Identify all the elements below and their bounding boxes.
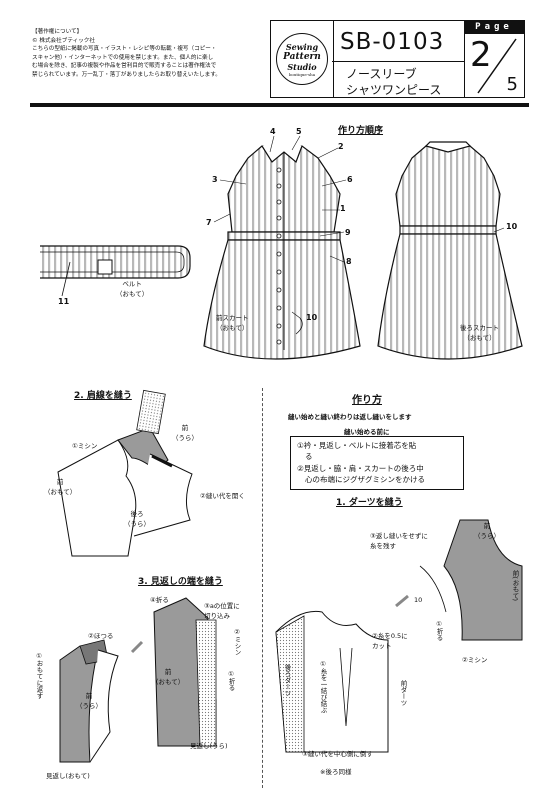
- step-number: 2: [338, 142, 344, 151]
- logo-line3: Studio: [287, 61, 317, 72]
- howto-note: 縫い始めと縫い終わりは返し縫いをします: [288, 413, 412, 421]
- fold4-label: ④折る: [150, 596, 169, 604]
- dart-misin-label: ②ミシン: [462, 656, 488, 664]
- belt-label: ベルト （おもて）: [116, 280, 149, 298]
- front-ura-label: 前 （うら）: [172, 424, 198, 442]
- pattern-code-box: SB-0103 ノースリーブ シャツワンピース: [332, 20, 465, 98]
- howto-title: 作り方: [352, 395, 382, 406]
- divider: [332, 61, 464, 62]
- prep-item-1b: る: [305, 452, 313, 461]
- column-divider: [262, 388, 263, 788]
- back-skirt-label: 後ろスカート （おもて）: [460, 324, 499, 342]
- dart-ten-label: 10: [414, 596, 423, 604]
- copyright-line: スキャン他）・インターネットでの使用を禁じます。また、個人的に楽し: [32, 54, 214, 61]
- copyright-line: © 株式会社ブティック社: [32, 37, 95, 44]
- facing-misin-label: ②ミシン: [233, 628, 241, 656]
- step-number: 6: [347, 175, 353, 184]
- prep-item-1: ①衿・見返し・ベルトに接着芯を貼: [297, 441, 417, 450]
- facing-fold1-label: ①折る: [227, 670, 235, 691]
- step-number: 3: [212, 175, 218, 184]
- prep-title: 縫い始める前に: [344, 428, 390, 436]
- page-label: Page: [464, 21, 524, 34]
- copyright-line: む場合を除き、記事の複製や作品を営利目的で販売することは著作権法で: [32, 63, 217, 70]
- tie-label: ①糸を一結び結ぶ: [319, 660, 327, 714]
- facing-ura-label: 見返し(うら): [190, 742, 228, 750]
- facing-section-title: 3. 見返しの端を縫う: [138, 577, 223, 587]
- front-skirt-label: 前スカート （おもて）: [216, 314, 249, 332]
- back-dress: [377, 141, 523, 360]
- shoulder-diagram: [57, 389, 193, 557]
- logo-line4: boutique-sha: [288, 71, 316, 77]
- copyright-notice: 【著作権について】 © 株式会社ブティック社 こちらの型紙に掲載の写真・イラスト…: [32, 28, 262, 80]
- dart-front-ura-label: 前 （うら）: [474, 522, 500, 540]
- back-same-note: ※後ろ同様: [320, 768, 352, 776]
- dart-front-omote-label: 前(おもて): [511, 570, 519, 602]
- shoulder-section-title: 2. 肩線を縫う: [74, 391, 132, 401]
- front-dart-label: 前ダーツ: [399, 680, 407, 706]
- dart-fold-label: ①折る: [435, 620, 443, 641]
- open-seam-label: ②縫い代を開く: [200, 492, 245, 500]
- order-title: 作り方順序: [338, 126, 384, 136]
- front-omote-label: 前 （おもて）: [44, 478, 77, 496]
- prep-item-2b: 心の布端にジグザグミシンをかける: [305, 475, 425, 484]
- pattern-code: SB-0103: [340, 29, 445, 55]
- step-number: 9: [345, 228, 351, 237]
- belt-illustration: [40, 245, 191, 297]
- step-number: 7: [206, 218, 212, 227]
- copyright-line: 【著作権について】: [32, 29, 83, 35]
- page-total: 5: [506, 74, 518, 95]
- back-dart-label: 後ろダーツ: [283, 664, 291, 697]
- pattern-title-line1: ノースリーブ: [346, 67, 417, 81]
- step-number: 11: [58, 297, 70, 306]
- step-number: 10: [306, 313, 318, 322]
- step-number: 5: [296, 127, 302, 136]
- knot-label: ③返し縫いをせずに 糸を残す: [370, 532, 428, 550]
- thread-cut-label: ②糸を0.5に カット: [372, 632, 408, 650]
- page-indicator: Page 2 5: [464, 20, 525, 98]
- step-number: 4: [270, 127, 276, 136]
- dart-section-title: 1. ダーツを縫う: [336, 498, 403, 508]
- step-number: 1: [340, 204, 346, 213]
- dart-diagram: [275, 519, 523, 753]
- misin-label: ①ミシン: [72, 442, 98, 450]
- front-dress: [203, 145, 361, 360]
- pattern-title-line2: シャツワンピース: [346, 83, 442, 97]
- page-current: 2: [470, 35, 492, 75]
- hotsuru-label: ②ほつる: [88, 632, 114, 640]
- prep-item-2: ②見返し・脇・肩・スカートの後ろ中: [297, 464, 424, 473]
- copyright-line: こちらの型紙に掲載の写真・イラスト・レシピ等の転載・複写（コピー・: [32, 46, 217, 53]
- facing-front-omote-label: 前 （おもて）: [152, 668, 185, 686]
- logo-line1: Sewing: [285, 41, 319, 52]
- prep-box: ①衿・見返し・ベルトに接着芯を貼 る ②見返し・脇・肩・スカートの後ろ中 心の布…: [290, 436, 464, 490]
- step-number: 10: [506, 222, 518, 231]
- facing-front-ura-label: 前 （うら）: [76, 692, 102, 710]
- brand-logo: Sewing Pattern Studio boutique-sha: [270, 20, 334, 98]
- header-rule: [30, 103, 529, 107]
- a-cut-label: ③aの位置に 切り込み: [204, 602, 240, 620]
- facing-omote-label: 見返し(おもて): [46, 772, 90, 780]
- fold-center-label: ③縫い代を中心側に倒す: [302, 750, 373, 758]
- back-ura-label: 後ろ （うら）: [124, 510, 150, 528]
- page-slash-icon: [477, 38, 517, 94]
- side-fold-label: ①おもてに返す: [35, 652, 43, 699]
- step-number: 8: [346, 257, 352, 266]
- facing-diagram: [59, 597, 217, 763]
- logo-badge: Sewing Pattern Studio boutique-sha: [276, 33, 328, 85]
- copyright-line: 禁じられています。万一乱丁・落丁がありましたらお取り替えいたします。: [32, 71, 221, 78]
- logo-line2: Pattern: [283, 51, 321, 62]
